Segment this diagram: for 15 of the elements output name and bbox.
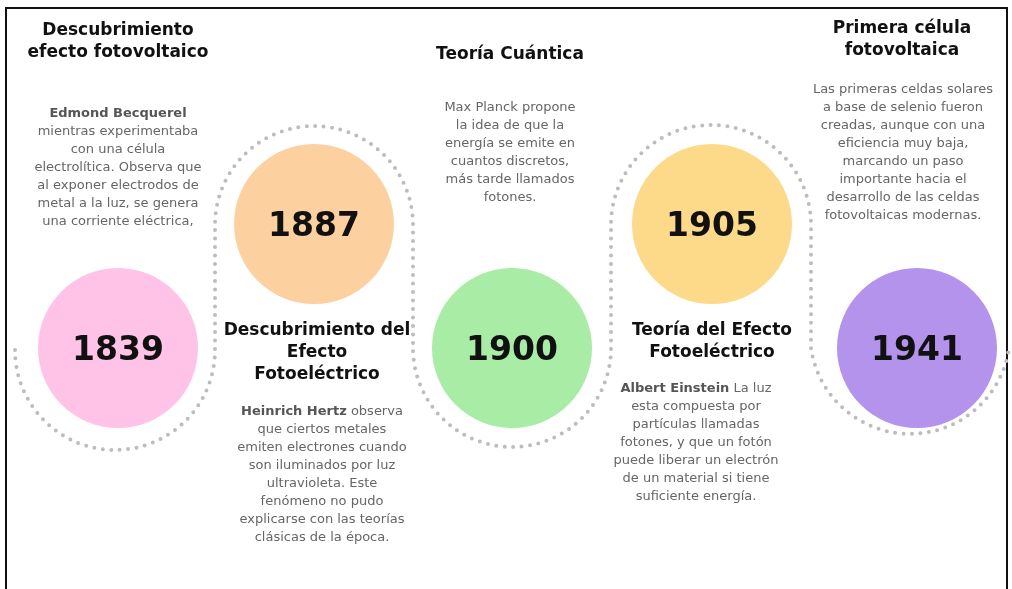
year-label: 1887 xyxy=(268,204,360,244)
milestone-title: Teoría Cuántica xyxy=(435,42,585,64)
milestone-description: Las primeras celdas solares a base de selenio fueron creadas, aunque con una eficiencia muy baja, marcando un paso importante hacia el desarrollo de las celdas fotovoltaicas modernas. xyxy=(812,80,994,224)
milestone-title: Teoría del Efecto Fotoeléctrico xyxy=(631,318,793,362)
year-label: 1941 xyxy=(871,328,963,368)
milestone-description: Heinrich Hertz observa que ciertos metales emiten electrones cuando son iluminados por luz ultravioleta. Este fenómeno no pudo explicarse con las teorías clásicas de la época. xyxy=(236,402,408,546)
year-label: 1839 xyxy=(72,328,164,368)
milestone-title: Descubrimiento efecto fotovoltaico xyxy=(26,18,210,62)
milestone-title: Primera célula fotovoltaica xyxy=(831,16,973,60)
year-label: 1900 xyxy=(466,328,558,368)
milestone-description: Albert Einstein La luz esta compuesta por partículas llamadas fotones, y que un fotón puede liberar un electrón de un material si tiene suficiente energía. xyxy=(613,379,779,505)
milestone-title: Descubrimiento del Efecto Fotoeléctrico xyxy=(222,318,412,384)
milestone-description: Max Planck propone la idea de que la energía se emite en cuantos discretos, más tarde llamados fotones. xyxy=(443,98,577,206)
milestone-description: Edmond Becquerel mientras experimentaba con una célula electrolítica. Observa que al exponer electrodos de metal a la luz, se genera una corriente eléctrica, xyxy=(33,104,203,230)
year-label: 1905 xyxy=(666,204,758,244)
